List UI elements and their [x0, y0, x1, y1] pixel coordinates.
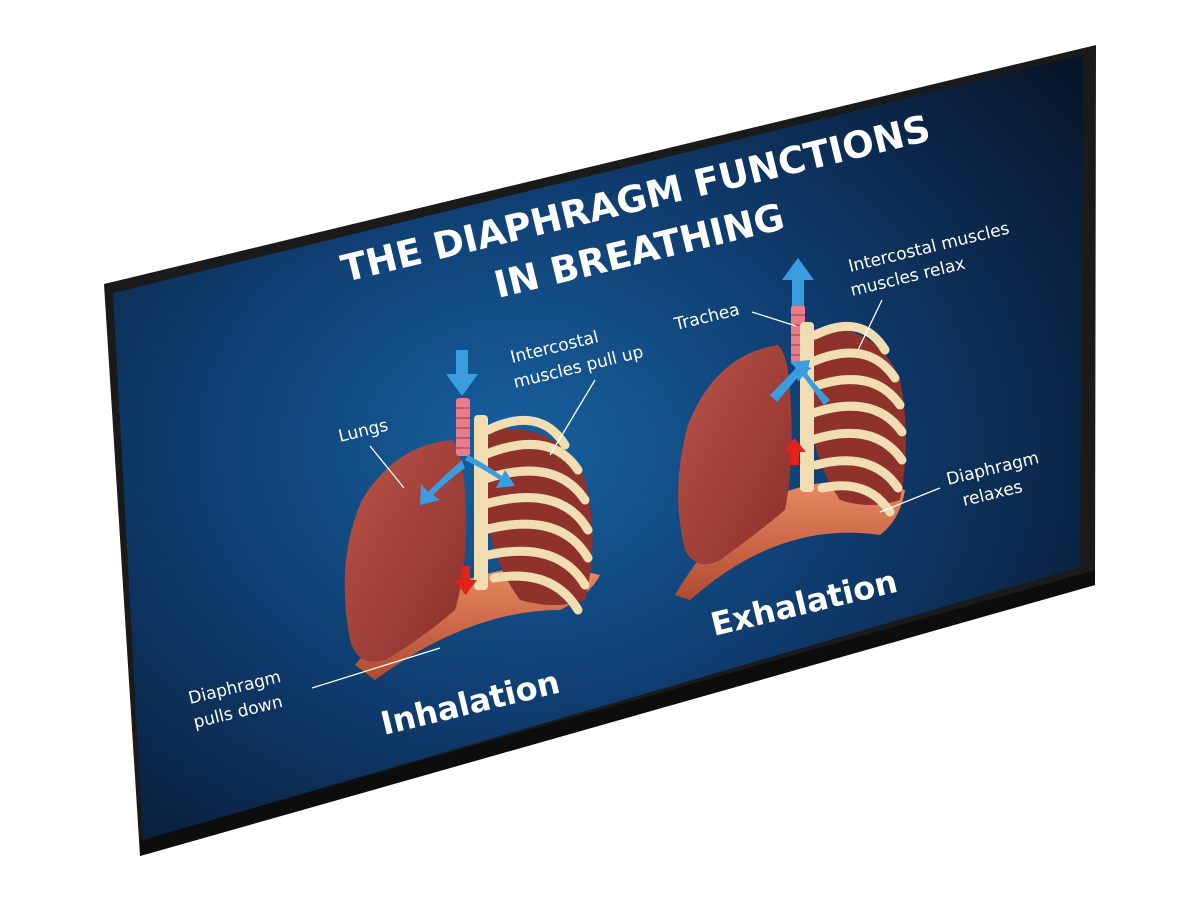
exhalation-ribcage [805, 321, 907, 517]
monitor-bottom-edge [140, 570, 1095, 856]
leader-lines [311, 299, 941, 689]
exhalation-diaphragm [675, 481, 905, 600]
exhalation-sternum [800, 322, 814, 492]
inhalation-figure [344, 350, 600, 680]
inhalation-air-arrow [420, 350, 515, 505]
inhalation-lung [344, 440, 467, 662]
inhalation-trachea-rings [456, 407, 470, 449]
exhalation-diaphragm-arrow [783, 438, 806, 465]
exhalation-figure [675, 258, 907, 600]
inhalation-diaphragm-arrow [454, 566, 477, 595]
inhalation-trachea [456, 398, 470, 456]
exhalation-lung [678, 345, 792, 565]
exhalation-air-arrow [770, 258, 830, 405]
inhalation-sternum [474, 415, 488, 590]
